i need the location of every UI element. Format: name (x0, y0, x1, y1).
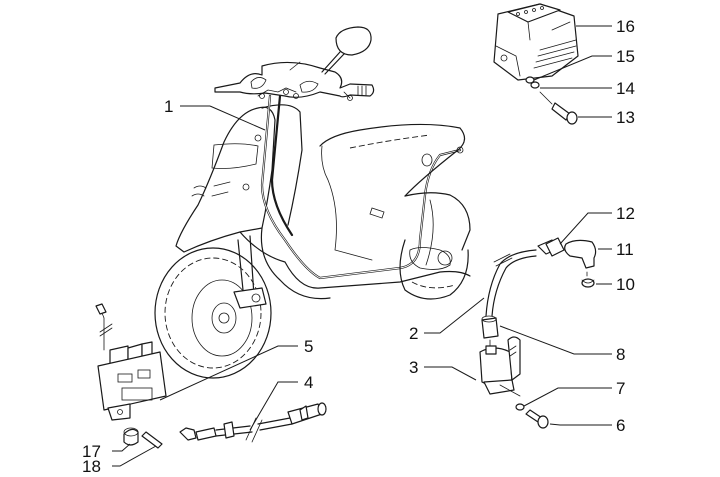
leader-7 (523, 387, 612, 407)
front-shield (175, 104, 303, 253)
front-wheel (154, 235, 272, 379)
scooter-body (239, 123, 471, 300)
callout-14: 14 (616, 79, 635, 98)
cable-part (179, 402, 327, 443)
leader-15 (533, 55, 612, 81)
leader-3 (424, 366, 477, 381)
washer-screw-part (515, 403, 549, 429)
leader-2 (424, 297, 485, 334)
callout-13: 13 (616, 108, 635, 127)
callout-11: 11 (616, 240, 634, 259)
spark-plug-cap-part (537, 237, 597, 288)
wiring-harness (257, 87, 464, 280)
callout-8: 8 (616, 345, 626, 364)
callout-15: 15 (616, 47, 635, 66)
callout-16: 16 (616, 17, 635, 36)
leader-12 (559, 212, 612, 245)
callout-2: 2 (409, 324, 419, 343)
leader-5 (159, 345, 298, 401)
leader-17 (112, 443, 131, 452)
callout-7: 7 (616, 379, 626, 398)
callout-12: 12 (616, 204, 635, 223)
callout-10: 10 (616, 275, 635, 294)
bush-spacer-part (123, 427, 163, 449)
mirror (321, 26, 372, 75)
leader-lines (112, 25, 612, 467)
callout-17: 17 (82, 442, 101, 461)
callout-3: 3 (409, 358, 419, 377)
rear-wheel (399, 239, 469, 300)
ignition-coil-part (479, 315, 521, 397)
callout-4: 4 (304, 373, 314, 392)
callout-6: 6 (616, 416, 626, 435)
leader-8 (499, 325, 612, 355)
callout-1: 1 (164, 97, 174, 116)
callout-18: 18 (82, 457, 101, 476)
voltage-regulator-part (493, 3, 579, 125)
high-tension-cable-part (485, 249, 537, 317)
cdi-unit-part (95, 303, 167, 421)
handlebar (214, 61, 375, 101)
leader-4 (249, 381, 298, 431)
leader-6 (549, 423, 612, 426)
leader-18 (112, 445, 157, 467)
scooter-illustration (154, 26, 471, 379)
leader-1b (209, 105, 266, 131)
callout-5: 5 (304, 337, 314, 356)
